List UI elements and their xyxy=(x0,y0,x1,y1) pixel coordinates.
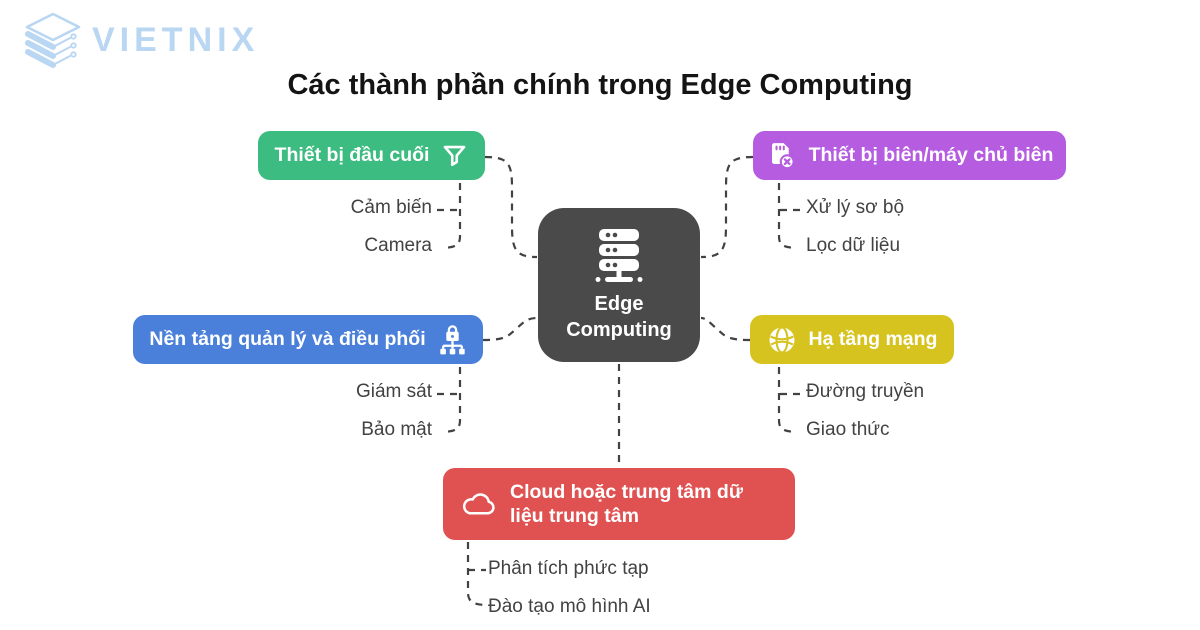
center-label-line1: Edge xyxy=(594,293,644,315)
node-network-infrastructure-label: Hạ tầng mạng xyxy=(808,328,938,350)
connector-terminal-children xyxy=(443,183,462,250)
layers-stack-icon xyxy=(24,12,82,68)
memory-card-icon xyxy=(766,140,797,171)
child-bao-mat: Bảo mật xyxy=(361,419,432,440)
connector-management-children xyxy=(443,367,462,434)
globe-icon xyxy=(767,325,797,355)
brand-name: VIETNIX xyxy=(92,20,260,59)
child-giao-thuc: Giao thức xyxy=(806,419,890,440)
cloud-icon xyxy=(461,491,498,518)
child-cam-bien: Cảm biến xyxy=(350,197,432,218)
node-edge-devices-label: Thiết bị biên/máy chủ biên xyxy=(808,144,1054,166)
child-xu-ly-so-bo: Xử lý sơ bộ xyxy=(806,197,905,218)
child-loc-du-lieu: Lọc dữ liệu xyxy=(806,235,901,256)
connector-management-center xyxy=(482,316,538,342)
center-node-edge-computing: Edge Computing xyxy=(538,208,700,362)
connector-cloud-children xyxy=(466,542,485,607)
center-label-line2: Computing xyxy=(566,319,672,341)
node-cloud-datacenter: Cloud hoặc trung tâm dữ liệu trung tâm xyxy=(443,468,795,540)
node-management-platform: Nền tảng quản lý và điều phối xyxy=(133,315,483,364)
child-camera: Camera xyxy=(364,235,432,256)
connector-edge-children xyxy=(777,183,796,250)
node-edge-devices: Thiết bị biên/máy chủ biên xyxy=(753,131,1066,180)
child-duong-truyen: Đường truyền xyxy=(806,381,925,402)
connector-edge-center xyxy=(700,155,754,259)
node-network-infrastructure: Hạ tầng mạng xyxy=(750,315,954,364)
page-title: Các thành phần chính trong Edge Computin… xyxy=(287,69,913,101)
secure-network-icon xyxy=(438,324,467,355)
node-terminal-devices: Thiết bị đầu cuối xyxy=(258,131,485,180)
connector-network-center xyxy=(700,316,751,342)
vietnix-logo: VIETNIX xyxy=(24,12,259,68)
node-management-platform-label: Nền tảng quản lý và điều phối xyxy=(149,328,426,350)
child-giam-sat: Giám sát xyxy=(355,381,432,402)
node-terminal-devices-label: Thiết bị đầu cuối xyxy=(274,144,430,166)
child-dao-tao-mo-hinh-ai: Đào tạo mô hình AI xyxy=(488,596,651,617)
node-cloud-datacenter-label: Cloud hoặc trung tâm dữ liệu trung tâm xyxy=(510,480,743,527)
child-phan-tich-phuc-tap: Phân tích phức tạp xyxy=(488,558,649,579)
server-icon xyxy=(591,227,647,285)
filter-icon xyxy=(441,142,468,169)
connector-network-children xyxy=(777,367,796,434)
connector-terminal-center xyxy=(484,155,538,259)
